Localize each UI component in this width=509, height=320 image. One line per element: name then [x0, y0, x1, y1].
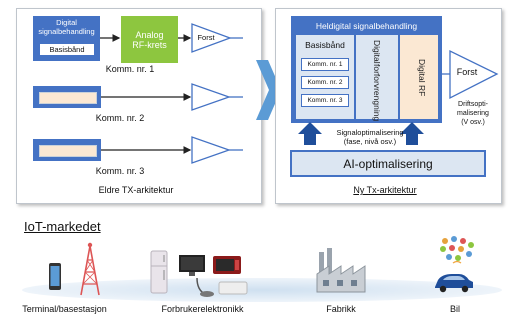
ai-optimization-bar: AI-optimalisering [290, 150, 486, 177]
analog-rf-block: Analog RF-krets [121, 16, 178, 63]
comm-box-3-label: Komm. nr. 3 [307, 97, 343, 104]
comm-box-3: Komm. nr. 3 [301, 94, 349, 107]
ai-optimization-label: AI-optimalisering [343, 156, 433, 171]
drift-line1: Driftsopti- [458, 101, 488, 108]
tv-icon [179, 255, 205, 276]
tx-input-2 [39, 92, 97, 104]
predistortion-line2: forforvrengning [372, 63, 382, 121]
dsp-label-line1: Digital [56, 18, 77, 27]
predistortion-panel [356, 35, 398, 119]
signal-opt-line2: (fase, nivå osv.) [343, 137, 397, 146]
iot-label-consumer: Forbrukerelektronikk [161, 304, 244, 314]
appliance-icon [218, 281, 248, 295]
iot-label-terminal: Terminal/basestasjon [22, 304, 107, 314]
iot-label-car: Bil [449, 304, 460, 314]
drift-line2: malisering [457, 110, 489, 117]
analog-rf-line1: Analog [135, 29, 164, 40]
analog-rf-line2: RF-krets [132, 39, 167, 50]
dsp-label-line2: signalbehandling [38, 27, 95, 36]
car-icon [435, 274, 473, 293]
comm-box-1: Komm. nr. 1 [301, 58, 349, 71]
comm-box-1-label: Komm. nr. 1 [307, 61, 343, 68]
digital-rf-panel [400, 35, 438, 119]
comm-label-3: Komm. nr. 3 [95, 166, 145, 176]
signal-opt-line1: Signaloptimalisering [336, 128, 404, 137]
digital-rf-label: Digital RF [417, 59, 427, 97]
new-tx-caption: Ny Tx-arkitektur [335, 185, 435, 195]
baseband-title: Basisbånd [305, 40, 345, 50]
comm-box-2: Komm. nr. 2 [301, 76, 349, 89]
all-digital-title: Heldigital signalbehandling [315, 21, 418, 31]
factory-icon [316, 248, 366, 293]
smartphone-icon [49, 263, 61, 290]
drift-line3: (V osv.) [461, 119, 485, 126]
comm-label-1: Komm. nr. 1 [105, 64, 155, 74]
fridge-icon [150, 250, 168, 294]
microwave-icon [213, 256, 241, 274]
tx-input-3 [39, 145, 97, 157]
comm-box-2-label: Komm. nr. 2 [307, 79, 343, 86]
amp-label-right: Forst [456, 67, 478, 77]
comm-label-2: Komm. nr. 2 [95, 113, 145, 123]
predistortion-line1: Digital [372, 40, 382, 64]
legacy-caption: Eldre TX-arkitektur [98, 185, 174, 195]
new-tx-caption-text: Ny Tx-arkitektur [353, 185, 417, 195]
predistortion-label: Digital forforvrengning [363, 40, 391, 121]
base-station-icon [80, 242, 100, 296]
iot-heading: IoT-markedet [24, 219, 101, 234]
iot-label-factory: Fabrikk [326, 304, 356, 314]
amp-label-left: Forst [197, 33, 215, 42]
baseband-label-left: Basisbånd [49, 45, 85, 54]
network-dots-icon [440, 236, 474, 264]
baseband-box-left: Basisbånd [39, 43, 95, 56]
vacuum-icon [196, 277, 214, 297]
